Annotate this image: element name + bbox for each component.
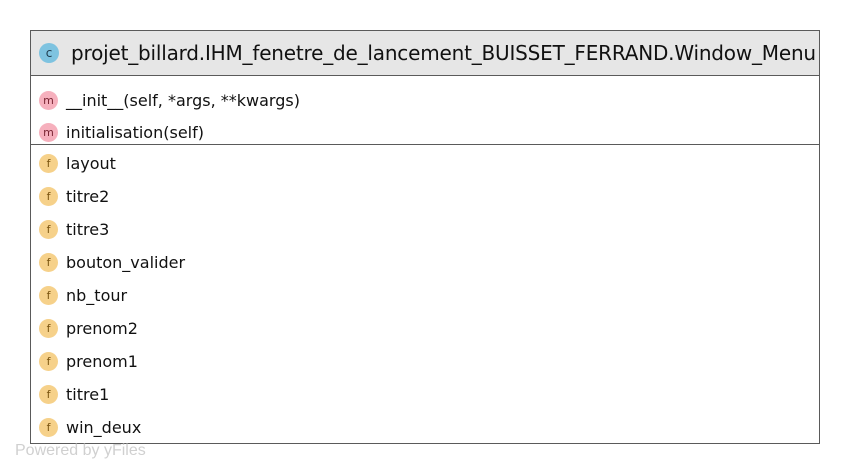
fields-section: f layout f titre2 f titre3 f bouton_vali… — [31, 145, 819, 444]
field-icon: f — [39, 154, 58, 173]
field-row: f titre2 — [31, 180, 819, 213]
field-label: titre3 — [66, 220, 110, 239]
field-row: f prenom1 — [31, 345, 819, 378]
field-icon: f — [39, 220, 58, 239]
watermark: Powered by yFiles — [15, 442, 146, 459]
field-label: prenom2 — [66, 319, 138, 338]
field-label: nb_tour — [66, 286, 128, 305]
class-node[interactable]: c projet_billard.IHM_fenetre_de_lancemen… — [30, 30, 820, 444]
methods-section: m __init__(self, *args, **kwargs) m init… — [31, 76, 819, 145]
field-icon: f — [39, 418, 58, 437]
method-label: initialisation(self) — [66, 122, 204, 142]
field-icon: f — [39, 319, 58, 338]
method-row: m initialisation(self) — [31, 116, 819, 148]
field-icon: f — [39, 253, 58, 272]
method-icon: m — [39, 90, 58, 110]
field-row: f win_deux — [31, 411, 819, 444]
method-row: m __init__(self, *args, **kwargs) — [31, 84, 819, 116]
class-header: c projet_billard.IHM_fenetre_de_lancemen… — [31, 31, 819, 76]
field-label: bouton_valider — [66, 253, 186, 272]
field-label: prenom1 — [66, 352, 138, 371]
method-icon: m — [39, 122, 58, 142]
class-icon: c — [39, 43, 59, 63]
field-row: f titre3 — [31, 213, 819, 246]
field-icon: f — [39, 286, 58, 305]
field-row: f layout — [31, 147, 819, 180]
field-label: win_deux — [66, 418, 142, 437]
field-row: f prenom2 — [31, 312, 819, 345]
class-name: projet_billard.IHM_fenetre_de_lancement_… — [71, 41, 816, 65]
field-row: f bouton_valider — [31, 246, 819, 279]
field-icon: f — [39, 187, 58, 206]
field-row: f nb_tour — [31, 279, 819, 312]
field-row: f titre1 — [31, 378, 819, 411]
field-icon: f — [39, 385, 58, 404]
field-label: titre2 — [66, 187, 110, 206]
method-label: __init__(self, *args, **kwargs) — [66, 90, 300, 110]
field-icon: f — [39, 352, 58, 371]
field-label: layout — [66, 154, 116, 173]
field-label: titre1 — [66, 385, 110, 404]
